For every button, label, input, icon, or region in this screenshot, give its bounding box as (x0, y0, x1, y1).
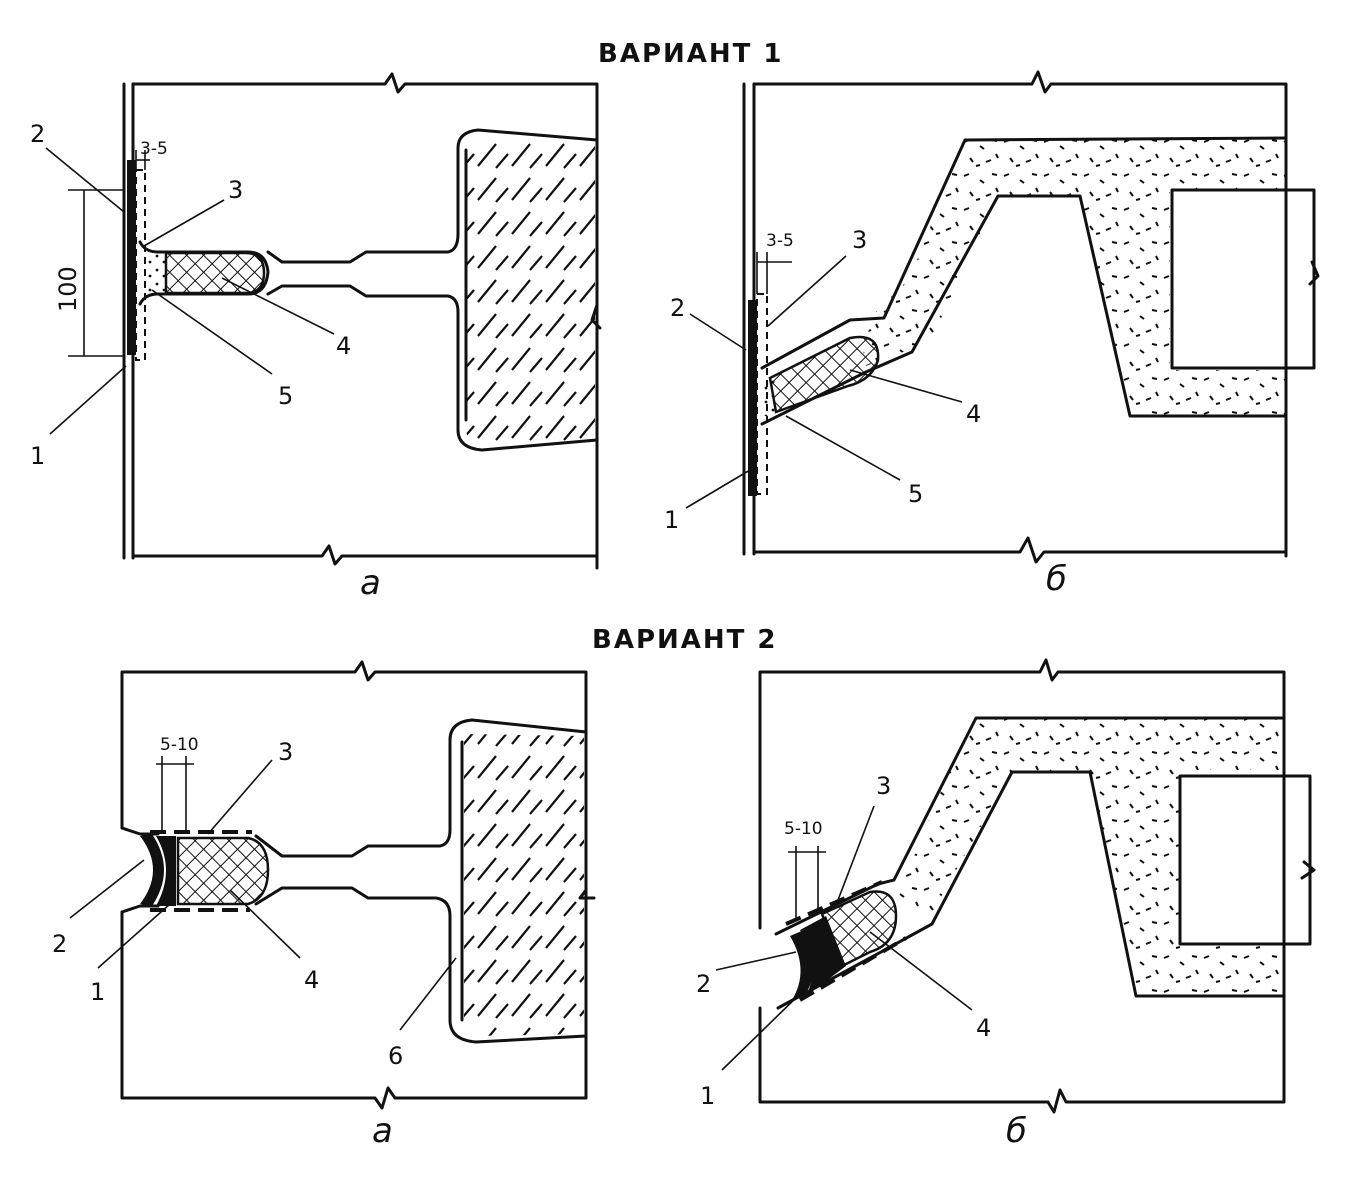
v2a-break-right (578, 888, 596, 900)
v2a-callout-2: 2 (52, 930, 67, 958)
v2b-primer-bottom (798, 936, 908, 1002)
v1a-gasket (164, 251, 266, 295)
v1b-gasket (768, 335, 880, 414)
v1a-dim-3-5-label: 3-5 (140, 139, 168, 159)
v1b-adjacent-block (1170, 188, 1316, 370)
v1a-primer-layer (135, 169, 146, 361)
v2a-sublabel: а (372, 1111, 393, 1151)
v2a-panel-border (120, 660, 588, 1110)
v2b-sublabel: б (1006, 1111, 1027, 1151)
v1a-leader-5 (151, 289, 273, 375)
v1-panel-a: 100 3-5 2 3 4 5 1 а (30, 72, 602, 603)
v2a-callout-1: 1 (90, 978, 105, 1006)
v1b-callout-4: 4 (966, 400, 981, 428)
v1b-break-right (1308, 260, 1320, 286)
v2a-callout-6: 6 (388, 1042, 403, 1070)
v1b-leader-5 (785, 415, 901, 481)
v2b-gasket (820, 890, 898, 968)
v1a-break-right (590, 303, 602, 330)
v2a-leader-2 (69, 859, 145, 919)
v2a-concrete-hatch (462, 734, 584, 1036)
v2a-leader-1 (97, 903, 171, 969)
v2b-callout-2: 2 (696, 970, 711, 998)
v2b-leader-1 (721, 989, 805, 1071)
v2-panel-a: 5-10 3 2 1 4 6 а (52, 660, 596, 1151)
v1a-callout-1: 1 (30, 442, 45, 470)
v2a-leader-3 (207, 759, 273, 835)
v1b-dim-3-5-label: 3-5 (766, 231, 794, 251)
variant-1-title: ВАРИАНТ 1 (598, 39, 784, 69)
v1a-panel-bottom (131, 544, 599, 566)
v1a-concrete-hatch (466, 142, 595, 442)
variant-2-title: ВАРИАНТ 2 (592, 625, 778, 655)
v1b-leader-1 (685, 469, 751, 509)
v1a-panel-border (131, 72, 599, 570)
v1a-leader-4 (221, 277, 335, 335)
v2b-primer-top (785, 880, 883, 926)
v1a-sublabel: а (360, 563, 381, 603)
v2b-callout-4: 4 (976, 1014, 991, 1042)
v2b-callout-3: 3 (876, 772, 891, 800)
v2a-callout-3: 3 (278, 738, 293, 766)
v2a-gasket (176, 836, 270, 906)
v2b-adjacent-block (1178, 774, 1312, 946)
v2a-neck-lower (254, 886, 588, 1044)
v1a-leader-1 (49, 365, 127, 435)
v1b-beam-upper-edge (760, 136, 1288, 370)
v1a-leader-3 (143, 199, 225, 247)
v2b-callout-1: 1 (700, 1082, 715, 1110)
v1b-panel-border (752, 70, 1288, 558)
v2b-leader-2 (715, 951, 797, 971)
v1b-leader-4 (849, 369, 963, 403)
v2a-dim-5-10-label: 5-10 (160, 735, 199, 755)
v2b-panel-border (758, 658, 1286, 1114)
v2a-callout-4: 4 (304, 966, 319, 994)
v2a-leader-4 (229, 889, 301, 959)
v1a-callout-4: 4 (336, 332, 351, 360)
v2b-leader-3 (837, 805, 875, 901)
v1b-sealing-strip (748, 300, 757, 496)
v1b-callout-2: 2 (670, 294, 685, 322)
v1a-mastic-fill (146, 254, 166, 294)
v1b-sublabel: б (1046, 559, 1067, 599)
v1a-neck-lower (266, 284, 599, 452)
v2b-beam-fill (896, 718, 1284, 996)
v1a-dim-100-label: 100 (54, 266, 82, 312)
v2a-sealant-cap (140, 834, 164, 906)
v1a-sealing-strip (127, 160, 136, 355)
v2b-dim-5-10-label: 5-10 (784, 819, 823, 839)
v2-panel-b: 5-10 3 2 1 4 б (696, 658, 1316, 1151)
v1b-callout-1: 1 (664, 506, 679, 534)
v1b-panel-bottom (752, 536, 1288, 564)
v1a-callout-2: 2 (30, 120, 45, 148)
v2a-neck-upper (254, 718, 588, 858)
v1b-callout-3: 3 (852, 226, 867, 254)
v1b-leader-3 (767, 255, 847, 327)
v2a-leader-6 (399, 957, 457, 1031)
v1a-callout-5: 5 (278, 382, 293, 410)
v1b-beam-fill (860, 138, 1286, 416)
v1a-neck-upper (266, 128, 599, 264)
v2b-leader-4 (869, 931, 973, 1011)
v1b-leader-2 (689, 313, 747, 351)
v2b-sealant-body (800, 916, 846, 996)
v1-panel-b: 3-5 2 3 4 5 1 б (664, 70, 1320, 599)
v1b-mastic-fill (762, 378, 776, 416)
v2b-sealant-cap (790, 930, 814, 1000)
v2b-break-right (1300, 860, 1316, 880)
v2a-sealant-body (156, 836, 176, 906)
v1a-joint-channel (138, 240, 270, 306)
v1b-callout-5: 5 (908, 480, 923, 508)
v1a-callout-3: 3 (228, 176, 243, 204)
v1a-leader-2 (45, 147, 125, 213)
